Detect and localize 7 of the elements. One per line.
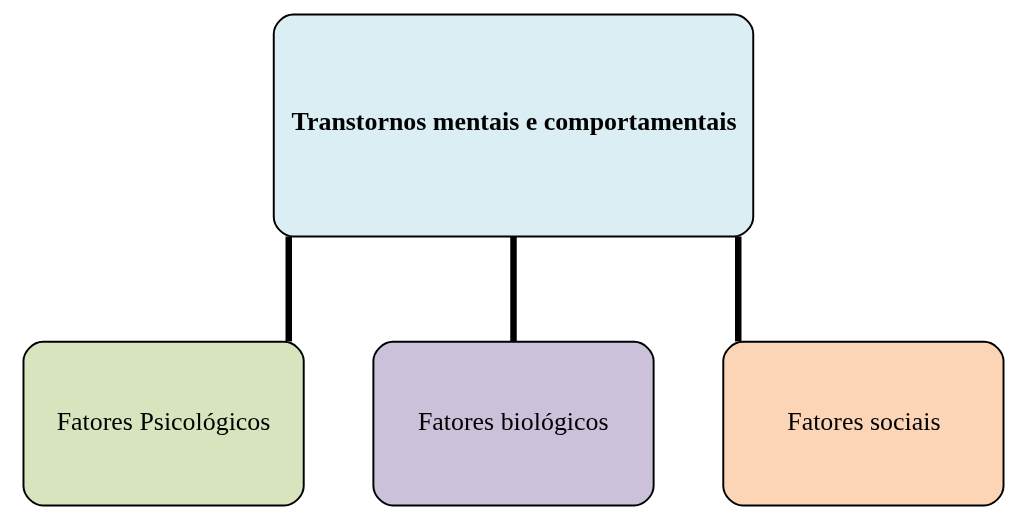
- node-box: Fatores Psicológicos: [22, 340, 305, 507]
- connector: [734, 236, 741, 342]
- connector: [285, 236, 292, 342]
- node-box: Fatores sociais: [721, 340, 1004, 507]
- node-box: Fatores biológicos: [371, 340, 655, 507]
- node-box: Transtornos mentais e comportamentais: [272, 13, 754, 238]
- connector: [509, 236, 517, 342]
